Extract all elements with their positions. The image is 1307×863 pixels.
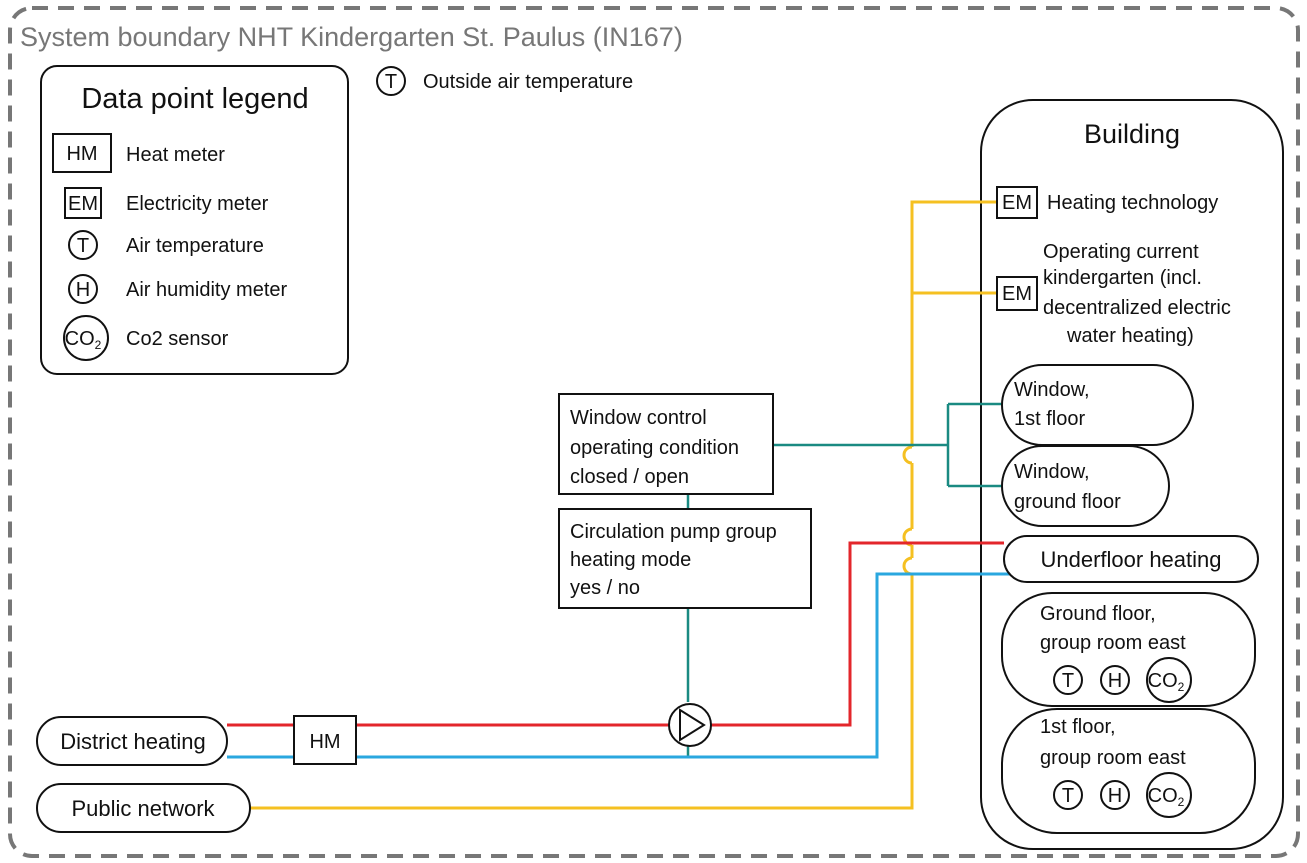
svg-text:HM: HM	[66, 143, 97, 165]
svg-text:EM: EM	[68, 193, 98, 215]
svg-text:T: T	[385, 71, 397, 93]
electricity-meter-icon	[64, 187, 102, 219]
svg-text:1st floor, group room ea: 1st floor, group room east	[1040, 716, 1186, 769]
public-network	[36, 783, 251, 833]
window-1st-floor	[1001, 364, 1194, 446]
heat-meter-icon	[293, 715, 357, 765]
return-line	[227, 572, 1010, 759]
svg-text:CO2: CO2	[1148, 785, 1185, 809]
svg-text:Air temperature: Air temperature	[126, 235, 264, 257]
svg-text:Co2 sensor: Co2 sensor	[126, 328, 229, 350]
legend-item-co2-sensor: CO2 Co2 sensor	[63, 315, 229, 361]
system-boundary-frame	[8, 6, 1300, 858]
heating-technology-label: Heating technology	[1047, 192, 1218, 214]
svg-text:Window, ground floor: Window, ground floor	[1014, 461, 1121, 513]
svg-text:CO2: CO2	[65, 328, 102, 352]
system-boundary-title: System boundary NHT Kindergarten St. Pau…	[20, 22, 683, 52]
svg-text:District heating: District heating	[60, 729, 206, 754]
svg-text:H: H	[1108, 785, 1122, 807]
temperature-icon	[1053, 780, 1083, 810]
circulation-pump-group-box: Circulation pump group heating mode yes …	[558, 508, 812, 609]
svg-text:Heat meter: Heat meter	[126, 144, 225, 166]
svg-text:Air humidity meter: Air humidity meter	[126, 279, 287, 301]
outside-temperature-label: Outside air temperature	[423, 71, 633, 93]
room-ground-floor-group-room-east: Ground floor, group room east T H CO2	[1001, 592, 1256, 707]
svg-text:CO2: CO2	[1148, 670, 1185, 694]
svg-text:Ground floor, group room: Ground floor, group room east	[1040, 603, 1186, 654]
svg-text:EM: EM	[1002, 192, 1032, 214]
svg-text:T: T	[77, 235, 89, 257]
svg-text:Public network: Public network	[71, 796, 215, 821]
svg-text:T: T	[1062, 785, 1074, 807]
humidity-icon	[1100, 780, 1130, 810]
window-ground-floor	[1001, 445, 1170, 527]
temperature-icon	[68, 230, 98, 260]
legend-item-heat-meter: HM Heat meter	[52, 133, 225, 173]
legend-item-electricity-meter: EM Electricity meter	[64, 187, 269, 219]
svg-text:EM: EM	[1002, 283, 1032, 305]
room-1st-floor-group-room-east: 1st floor, group room east T H CO2	[1001, 708, 1256, 834]
legend-frame	[40, 65, 349, 375]
legend-item-air-temperature: T Air temperature	[68, 230, 264, 260]
co2-sensor-icon	[1146, 772, 1192, 818]
svg-text:Electricity meter: Electricity meter	[126, 193, 269, 215]
svg-text:H: H	[76, 279, 90, 301]
heat-meter-icon	[52, 133, 112, 173]
svg-text:Circulation pump group h: Circulation pump group heating mode yes …	[570, 521, 782, 599]
temperature-icon	[1053, 665, 1083, 695]
legend-item-air-humidity: H Air humidity meter	[68, 274, 287, 304]
legend-title: Data point legend	[81, 83, 308, 115]
district-heating	[36, 716, 228, 766]
underfloor-heating	[1003, 535, 1259, 583]
data-point-legend: Data point legend HM Heat meter EM Elect…	[40, 65, 349, 375]
supply-line	[227, 541, 1004, 727]
svg-text:Window control operating: Window control operating condition close…	[570, 407, 745, 488]
svg-text:Window, 1st floor: Window, 1st floor	[1014, 379, 1095, 430]
outside-temperature-sensor: T Outside air temperature	[376, 66, 633, 96]
control-lines	[686, 402, 1002, 758]
operating-current-label: Operating current kindergarten (incl. de…	[1043, 241, 1236, 347]
svg-text:T: T	[1062, 670, 1074, 692]
svg-text:H: H	[1108, 670, 1122, 692]
circulation-pump-icon	[668, 703, 712, 747]
svg-text:HM: HM	[309, 731, 340, 753]
svg-text:Underfloor heating: Underfloor heating	[1040, 547, 1221, 572]
co2-sensor-icon	[63, 315, 109, 361]
co2-sensor-icon	[1146, 657, 1192, 703]
humidity-icon	[1100, 665, 1130, 695]
electricity-lines	[250, 200, 997, 810]
window-control-box: Window control operating condition close…	[558, 393, 774, 495]
operating-current-meter-icon	[996, 276, 1038, 311]
building-title: Building	[1084, 119, 1180, 149]
heating-technology-meter-icon	[996, 186, 1038, 219]
temperature-icon	[376, 66, 406, 96]
humidity-icon	[68, 274, 98, 304]
